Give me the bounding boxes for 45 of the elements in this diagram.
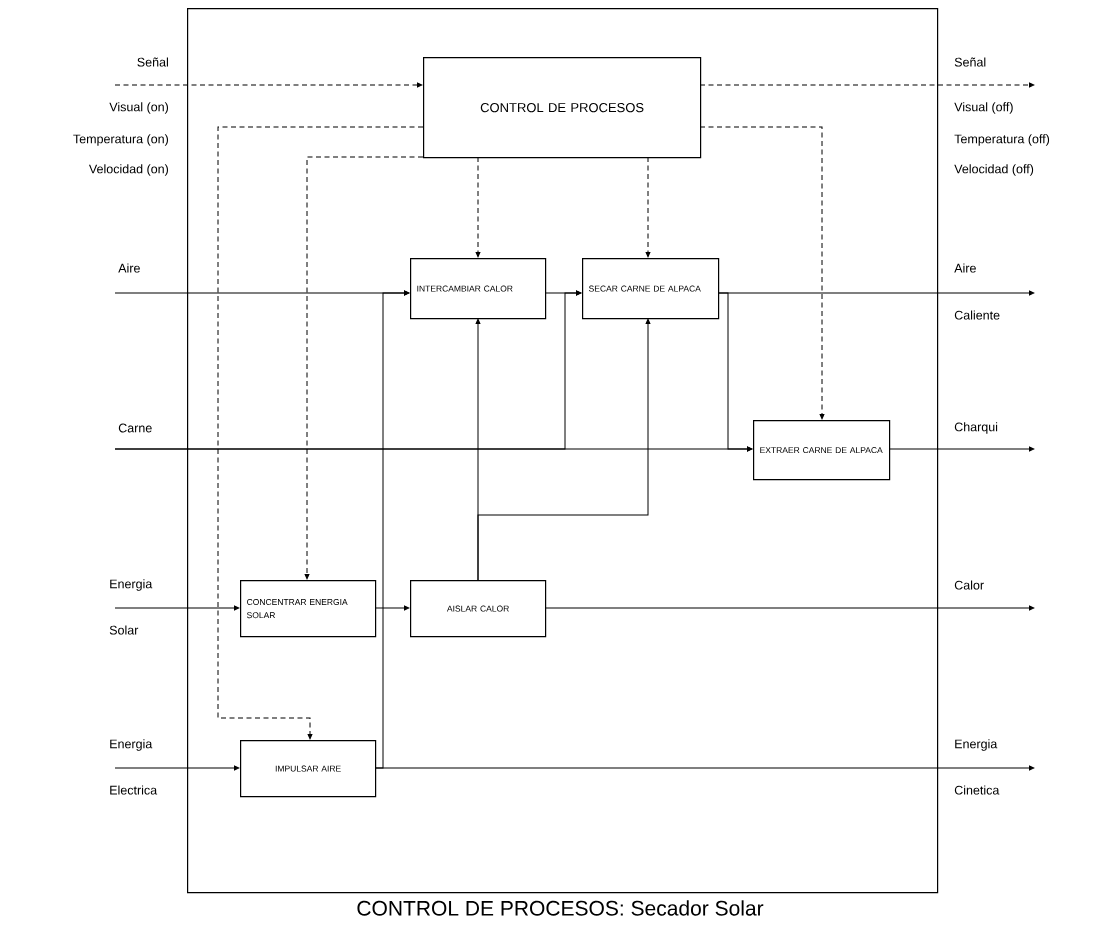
flow-label: Calor <box>954 580 984 590</box>
process-box: CONTROL DE PROCESOS <box>423 57 702 159</box>
dashed-arrow <box>217 126 424 740</box>
flow-label: Energia <box>110 739 153 751</box>
arrow <box>544 605 1035 611</box>
flow-label: Cinetica <box>954 785 1000 795</box>
flow-label: Caliente <box>954 310 1000 320</box>
flow-label: Velocidad (on) <box>88 164 168 176</box>
flow-label: Energia <box>955 739 998 751</box>
dashed-arrow <box>114 82 423 88</box>
process-box: IMPULSAR AIRE <box>240 740 377 798</box>
flow-label: Aire <box>954 263 976 273</box>
arrow <box>374 765 1035 771</box>
dashed-arrow <box>475 156 481 258</box>
caption: CONTROL DE PROCESOS: Secador Solar <box>357 900 764 916</box>
arrow <box>477 318 651 581</box>
dashed-arrow <box>645 156 651 258</box>
frame-box <box>187 8 939 894</box>
flow-label: Temperatura (off) <box>954 134 1050 146</box>
flow-label: Energia <box>110 579 153 591</box>
dashed-arrow <box>304 156 424 580</box>
flow-label: Carne <box>118 423 152 433</box>
process-box: AISLAR CALOR <box>410 580 547 638</box>
flow-label: Velocidad (off) <box>954 164 1034 176</box>
arrow <box>888 446 1035 452</box>
arrow <box>114 605 240 611</box>
arrow <box>114 765 240 771</box>
arrow <box>114 290 582 450</box>
flow-label: Señal <box>954 57 986 67</box>
arrow <box>717 292 753 452</box>
flow-label: Charqui <box>954 422 998 434</box>
flow-label: Señal <box>137 57 168 67</box>
flow-label: Visual (off) <box>954 102 1013 114</box>
flow-label: Visual (on) <box>109 102 168 114</box>
arrow <box>374 605 410 611</box>
process-box: INTERCAMBIAR CALOR <box>410 258 547 320</box>
dashed-arrow <box>699 82 1035 88</box>
process-box: CONCENTRAR ENERGIA SOLAR <box>240 580 377 638</box>
process-box: EXTRAER CARNE DE ALPACA <box>753 420 891 481</box>
process-box: SECAR CARNE DE ALPACA <box>582 258 720 320</box>
flow-label: Temperatura (on) <box>73 134 168 146</box>
dashed-arrow <box>699 126 825 420</box>
flow-label: Electrica <box>110 785 158 795</box>
flow-label: Solar <box>109 625 139 635</box>
flow-label: Aire <box>118 263 140 273</box>
